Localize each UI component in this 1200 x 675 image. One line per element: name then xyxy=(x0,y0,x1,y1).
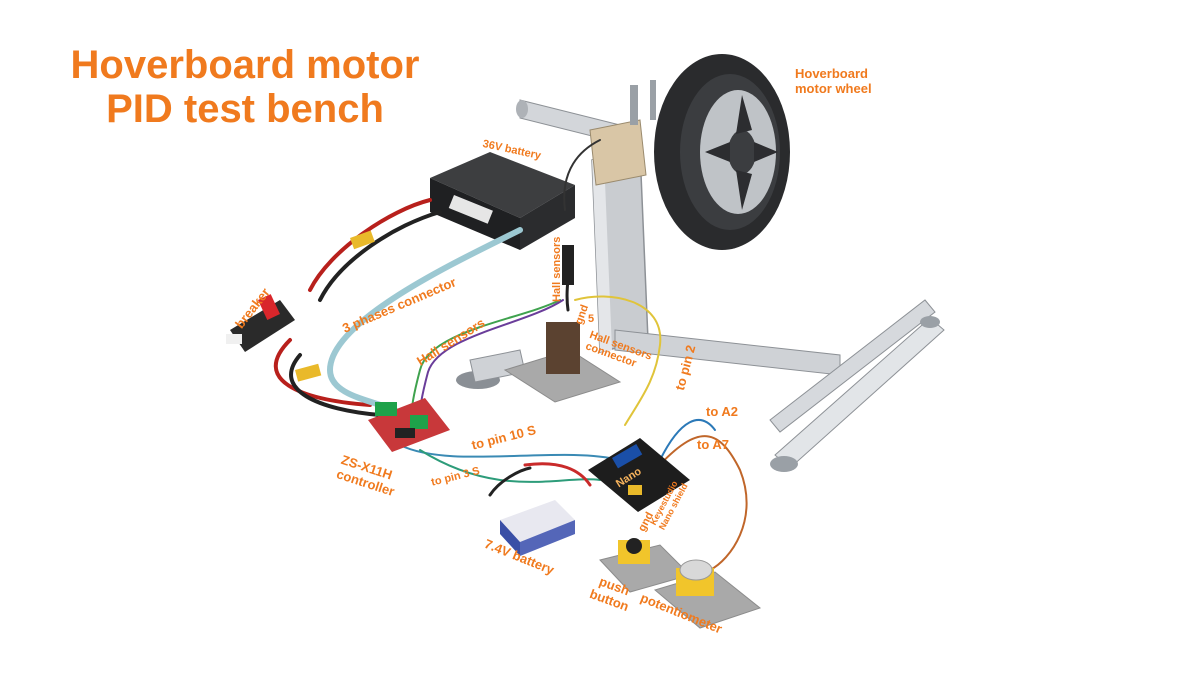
hall-connector xyxy=(546,322,580,374)
xt60-connector-bottom xyxy=(295,363,322,382)
breaker xyxy=(226,294,295,352)
hoverboard-wheel xyxy=(654,54,790,250)
battery-7v4 xyxy=(500,500,575,556)
battery-36v xyxy=(430,152,575,250)
aluminium-frame xyxy=(456,80,945,472)
label-hall-sensors-vertical: Hall sensors xyxy=(551,236,563,302)
hall-header xyxy=(562,245,574,285)
title-line-2: PID test bench xyxy=(106,87,384,131)
potentiometer xyxy=(676,559,714,596)
label-wheel-line-2: motor wheel xyxy=(795,81,872,96)
label-hoverboard-wheel: Hoverboard motor wheel xyxy=(795,66,872,96)
label-5v: 5 xyxy=(588,313,595,325)
push-button xyxy=(618,538,650,564)
nano-shield xyxy=(588,438,690,512)
label-to-a7: to A7 xyxy=(697,437,730,452)
label-wheel-line-1: Hoverboard xyxy=(795,66,868,81)
label-to-a2: to A2 xyxy=(706,404,739,419)
xt60-connector-top xyxy=(350,230,375,250)
controller-board xyxy=(368,398,450,452)
title-line-1: Hoverboard motor xyxy=(70,43,420,87)
page-title: Hoverboard motor PID test bench xyxy=(35,43,455,131)
